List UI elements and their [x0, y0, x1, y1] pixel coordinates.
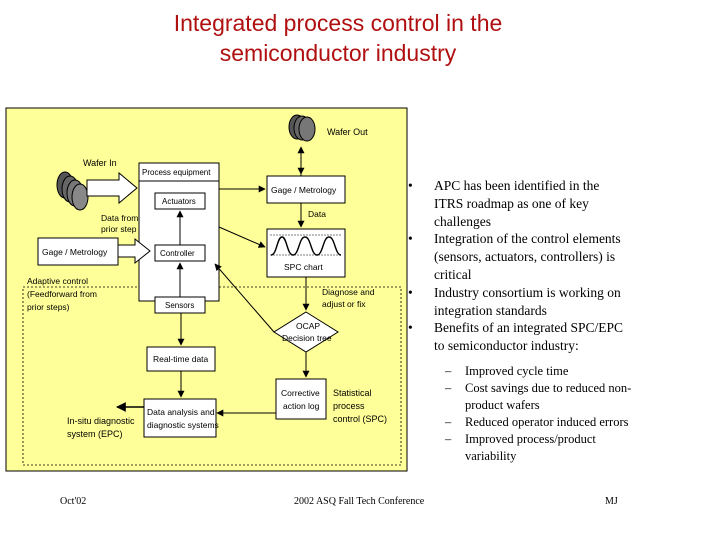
sub-bullet-line: Improved cycle time	[465, 363, 569, 378]
realtime-data-label: Real-time data	[153, 354, 209, 364]
bullet-dot: •	[408, 320, 413, 336]
bullet-item: • Integration of the control elements (s…	[408, 230, 663, 283]
bullet-line: Integration of the control elements	[434, 231, 621, 247]
sub-bullet-dash: –	[445, 431, 452, 446]
bullet-dot: •	[408, 178, 413, 193]
footer-date: Oct'02	[60, 496, 87, 507]
data-label: Data	[308, 209, 326, 219]
bullet-line: integration standards	[434, 302, 547, 318]
sub-bullet-line: Reduced operator induced errors	[465, 414, 629, 429]
spc-chart-curve	[270, 236, 342, 256]
gage-metrology-left-label: Gage / Metrology	[42, 247, 108, 257]
spc-label-2: process	[333, 401, 365, 411]
diagnose-label-2: adjust or fix	[322, 299, 366, 309]
wafer-out-icon	[288, 114, 316, 142]
slide-title-line2: semiconductor industry	[219, 40, 457, 66]
bullet-line: Industry consortium is working on	[434, 284, 621, 300]
data-analysis-box	[143, 398, 217, 438]
bullet-line: critical	[434, 266, 472, 282]
wafer-in-arrow	[86, 171, 138, 205]
process-control-diagram: Wafer Out Wafer In Process equipment Act…	[5, 107, 408, 472]
analysis-label-1: Data analysis and	[147, 407, 215, 417]
gage-metrology-left-box	[37, 237, 119, 266]
left-gage-arrow	[117, 237, 151, 265]
bullet-item: • Industry consortium is working on inte…	[408, 284, 663, 320]
sub-bullet-item: – Improved process/product variability	[408, 431, 663, 465]
sensors-label: Sensors	[165, 301, 194, 310]
ocap-label-2: Decision tree	[282, 333, 332, 343]
bullet-line: (sensors, actuators, controllers) is	[434, 249, 616, 265]
wafer-in-label: Wafer In	[83, 158, 117, 168]
actuators-box	[154, 192, 206, 210]
sub-bullet-item: – Reduced operator induced errors	[408, 414, 663, 431]
gage-metrology-top-label: Gage / Metrology	[271, 185, 337, 195]
slide-title-line1: Integrated process control in the	[173, 10, 503, 36]
bullet-item: • APC has been identified in the ITRS ro…	[408, 177, 663, 230]
actuators-label: Actuators	[162, 197, 196, 206]
diagnose-label-1: Diagnose and	[322, 287, 375, 297]
sub-bullet-dash: –	[445, 380, 452, 395]
ocap-label-1: OCAP	[296, 321, 320, 331]
spc-label-3: control (SPC)	[333, 414, 387, 424]
sub-bullet-line: product wafers	[465, 397, 540, 412]
insitu-label-1: In-situ diagnostic	[67, 416, 135, 426]
wafer-in-icon	[56, 171, 89, 211]
sub-bullet-dash: –	[445, 363, 452, 378]
corrective-label-2: action log	[283, 401, 320, 411]
bullet-line: APC has been identified in the	[434, 178, 600, 193]
sub-bullet-item: – Cost savings due to reduced non- produ…	[408, 380, 663, 414]
adaptive-control-label-1: Adaptive control	[27, 276, 88, 286]
footer-conference: 2002 ASQ Fall Tech Conference	[294, 496, 425, 507]
wafer-out-label: Wafer Out	[327, 127, 368, 137]
sub-bullet-line: Cost savings due to reduced non-	[465, 380, 632, 395]
process-equipment-box	[138, 162, 220, 302]
sub-bullet-dash: –	[445, 414, 452, 429]
slide-title: Integrated process control in the semico…	[0, 8, 676, 68]
corrective-label-1: Corrective	[281, 388, 320, 398]
process-equipment-label: Process equipment	[142, 168, 211, 177]
bullet-line: to semiconductor industry:	[434, 338, 579, 354]
bullet-line: Benefits of an integrated SPC/EPC	[434, 320, 623, 336]
footer-initials: MJ	[605, 496, 618, 507]
bullet-dot: •	[408, 231, 413, 247]
sub-bullet-list: – Improved cycle time – Cost savings due…	[408, 363, 663, 465]
insitu-label-2: system (EPC)	[67, 429, 123, 439]
analysis-label-2: diagnostic systems	[147, 420, 219, 430]
adaptive-control-label-3: prior steps)	[27, 302, 70, 312]
gage-metrology-top-box	[266, 175, 346, 204]
corrective-action-log-box	[275, 378, 327, 420]
data-from-prior-step-label-1: Data from	[101, 213, 138, 223]
realtime-data-box	[146, 346, 216, 372]
bullet-line: challenges	[434, 213, 491, 229]
bullet-item: • Benefits of an integrated SPC/EPC to s…	[408, 319, 663, 355]
sub-bullet-line: Improved process/product	[465, 431, 596, 446]
adaptive-control-label-2: (Feedforward from	[27, 289, 97, 299]
sub-bullet-line: variability	[465, 448, 517, 463]
sub-bullet-item: – Improved cycle time	[408, 363, 663, 380]
controller-label: Controller	[160, 249, 195, 258]
spc-label-1: Statistical	[333, 388, 372, 398]
data-from-prior-step-label-2: prior step	[101, 224, 137, 234]
bullet-list: • APC has been identified in the ITRS ro…	[408, 177, 663, 465]
spc-chart-label: SPC chart	[284, 262, 323, 272]
bullet-line: ITRS roadmap as one of key	[434, 195, 589, 211]
bullet-dot: •	[408, 284, 413, 300]
